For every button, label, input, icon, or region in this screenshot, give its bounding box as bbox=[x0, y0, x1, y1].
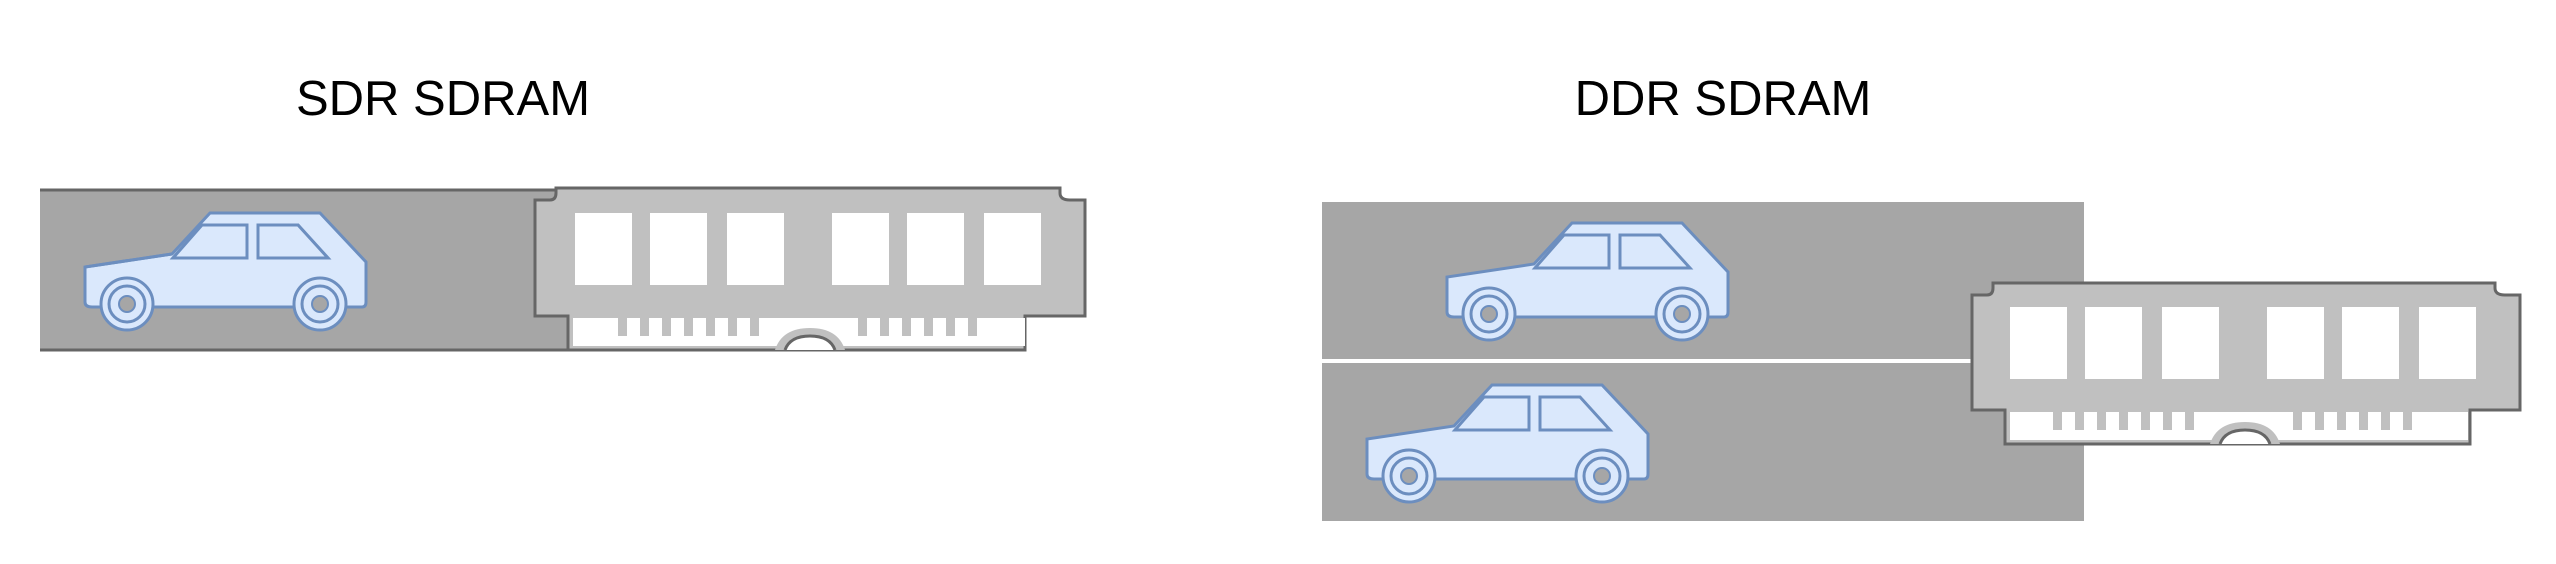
sdr-car-icon bbox=[83, 211, 368, 332]
ddr-car-top-icon bbox=[1445, 221, 1730, 342]
sdr-memory-module-icon bbox=[533, 186, 1087, 352]
sdr-sdram-title: SDR SDRAM bbox=[295, 72, 591, 126]
ddr-sdram-title: DDR SDRAM bbox=[1574, 72, 1872, 126]
ddr-memory-module-icon bbox=[1970, 281, 2522, 446]
ddr-car-bottom-icon bbox=[1365, 383, 1650, 504]
